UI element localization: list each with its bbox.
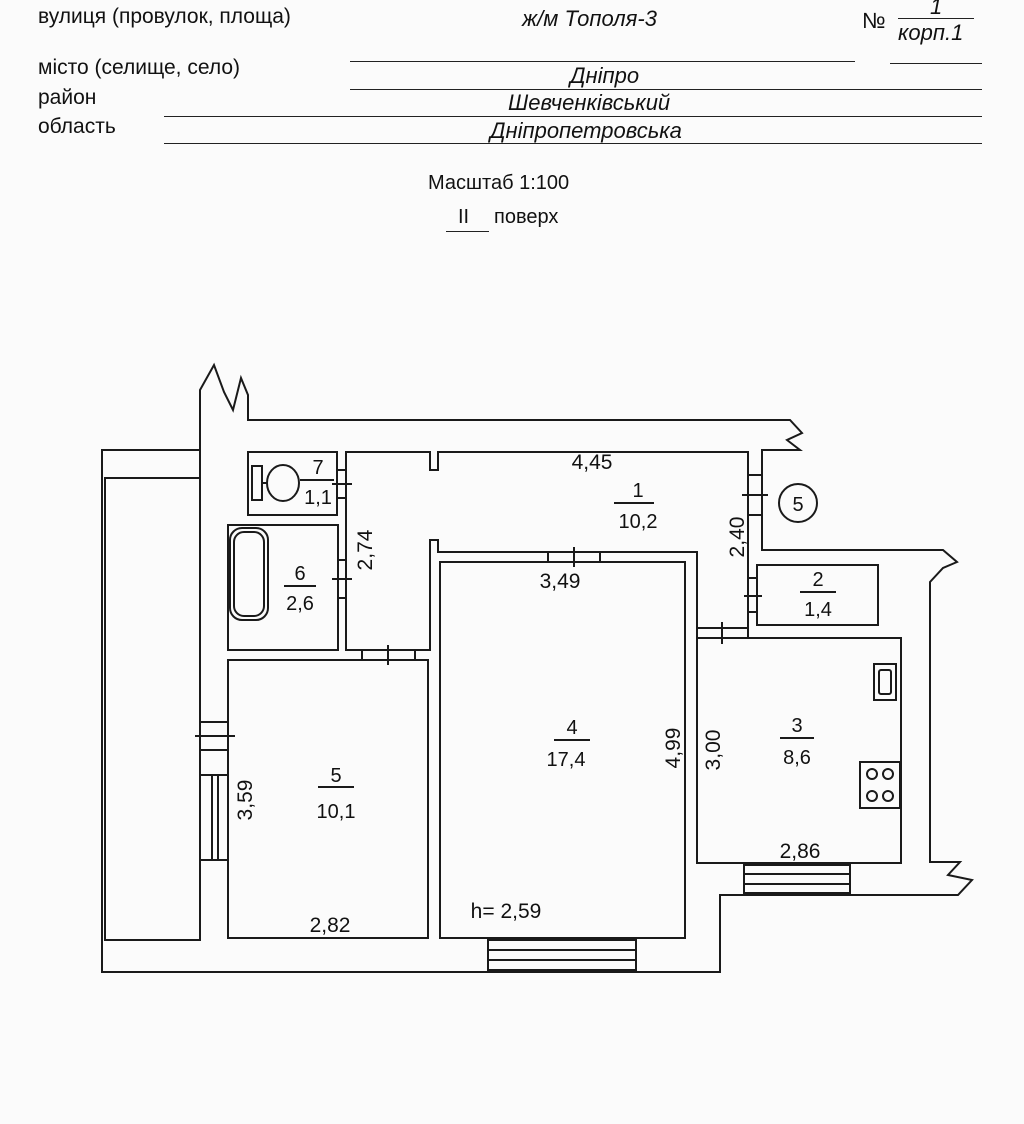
building-value: корп.1 <box>898 20 964 45</box>
number-fraction-line <box>898 18 974 19</box>
dim-room4-width: 3,49 <box>540 570 581 593</box>
room-5-area: 10,1 <box>317 801 356 823</box>
bathtub-icon <box>229 527 269 621</box>
number-label: № <box>862 8 886 33</box>
room-3-outline <box>696 637 902 864</box>
toilet-bowl <box>266 464 300 502</box>
room-7-number: 7 <box>312 457 323 479</box>
floor-label: поверх <box>494 206 559 228</box>
apartment-marker-circle <box>778 483 818 523</box>
room-7-area: 1,1 <box>304 487 332 509</box>
region-underline <box>164 143 982 144</box>
door-room-6 <box>332 559 352 599</box>
district-label: район <box>38 86 97 109</box>
scale-label: Масштаб 1:100 <box>428 172 570 194</box>
dim-kitchen-width: 2,86 <box>780 840 821 863</box>
floor-number: II <box>458 206 470 228</box>
door-room-5 <box>361 645 416 665</box>
dim-room5-width: 2,82 <box>310 914 351 937</box>
door-room-7 <box>332 469 352 499</box>
outer-wall <box>101 362 974 973</box>
entry-door <box>742 474 768 516</box>
loggia-wall <box>104 477 201 941</box>
room-3-number: 3 <box>791 715 802 737</box>
room-4-outline <box>439 561 686 939</box>
city-underline <box>350 89 982 90</box>
room-6-area: 2,6 <box>286 593 314 615</box>
door-room-3 <box>696 622 749 644</box>
room-5-number: 5 <box>330 765 341 787</box>
floor-underline <box>446 231 489 232</box>
window-room-3 <box>743 864 851 894</box>
city-label: місто (селище, село) <box>38 56 240 79</box>
apartment-marker: 5 <box>792 494 803 516</box>
dim-bath-block-height: 2,74 <box>354 529 377 570</box>
stove-icon <box>859 761 901 809</box>
room-4-area: 17,4 <box>547 749 586 771</box>
dim-room5-depth: 3,59 <box>234 780 257 821</box>
ceiling-height: h= 2,59 <box>471 900 542 923</box>
room-1-number: 1 <box>632 480 643 502</box>
street-underline <box>350 61 855 62</box>
room-4-number: 4 <box>566 717 577 739</box>
room-2-area: 1,4 <box>804 599 832 621</box>
dim-room4-depth: 4,99 <box>662 728 685 769</box>
number-value: 1 <box>930 0 943 19</box>
room-6-outline <box>227 524 339 651</box>
room-3-area: 8,6 <box>783 747 811 769</box>
city-value: Дніпро <box>570 63 640 88</box>
toilet-icon <box>251 465 263 501</box>
sink-icon <box>873 663 897 701</box>
loggia-door <box>195 721 235 751</box>
room-1-outline <box>345 451 749 651</box>
district-value: Шевченківський <box>508 90 671 115</box>
region-label: область <box>38 115 116 138</box>
room-1-area: 10,2 <box>619 511 658 533</box>
room-6-number: 6 <box>294 563 305 585</box>
window-room-5 <box>200 774 228 861</box>
dim-corridor-length: 4,45 <box>572 451 613 474</box>
region-value: Дніпропетровська <box>490 118 682 143</box>
window-room-4 <box>487 939 637 971</box>
street-label: вулиця (провулок, площа) <box>38 5 291 28</box>
door-room-4 <box>547 547 601 567</box>
district-underline <box>164 116 982 117</box>
door-room-2 <box>744 577 762 613</box>
street-value: ж/м Тополя-3 <box>522 6 657 31</box>
room-5-outline <box>227 659 429 939</box>
dim-kitchen-depth: 3,00 <box>702 730 725 771</box>
room-2-number: 2 <box>812 569 823 591</box>
number-underline <box>890 63 982 64</box>
dim-corridor-width: 2,40 <box>726 517 749 558</box>
